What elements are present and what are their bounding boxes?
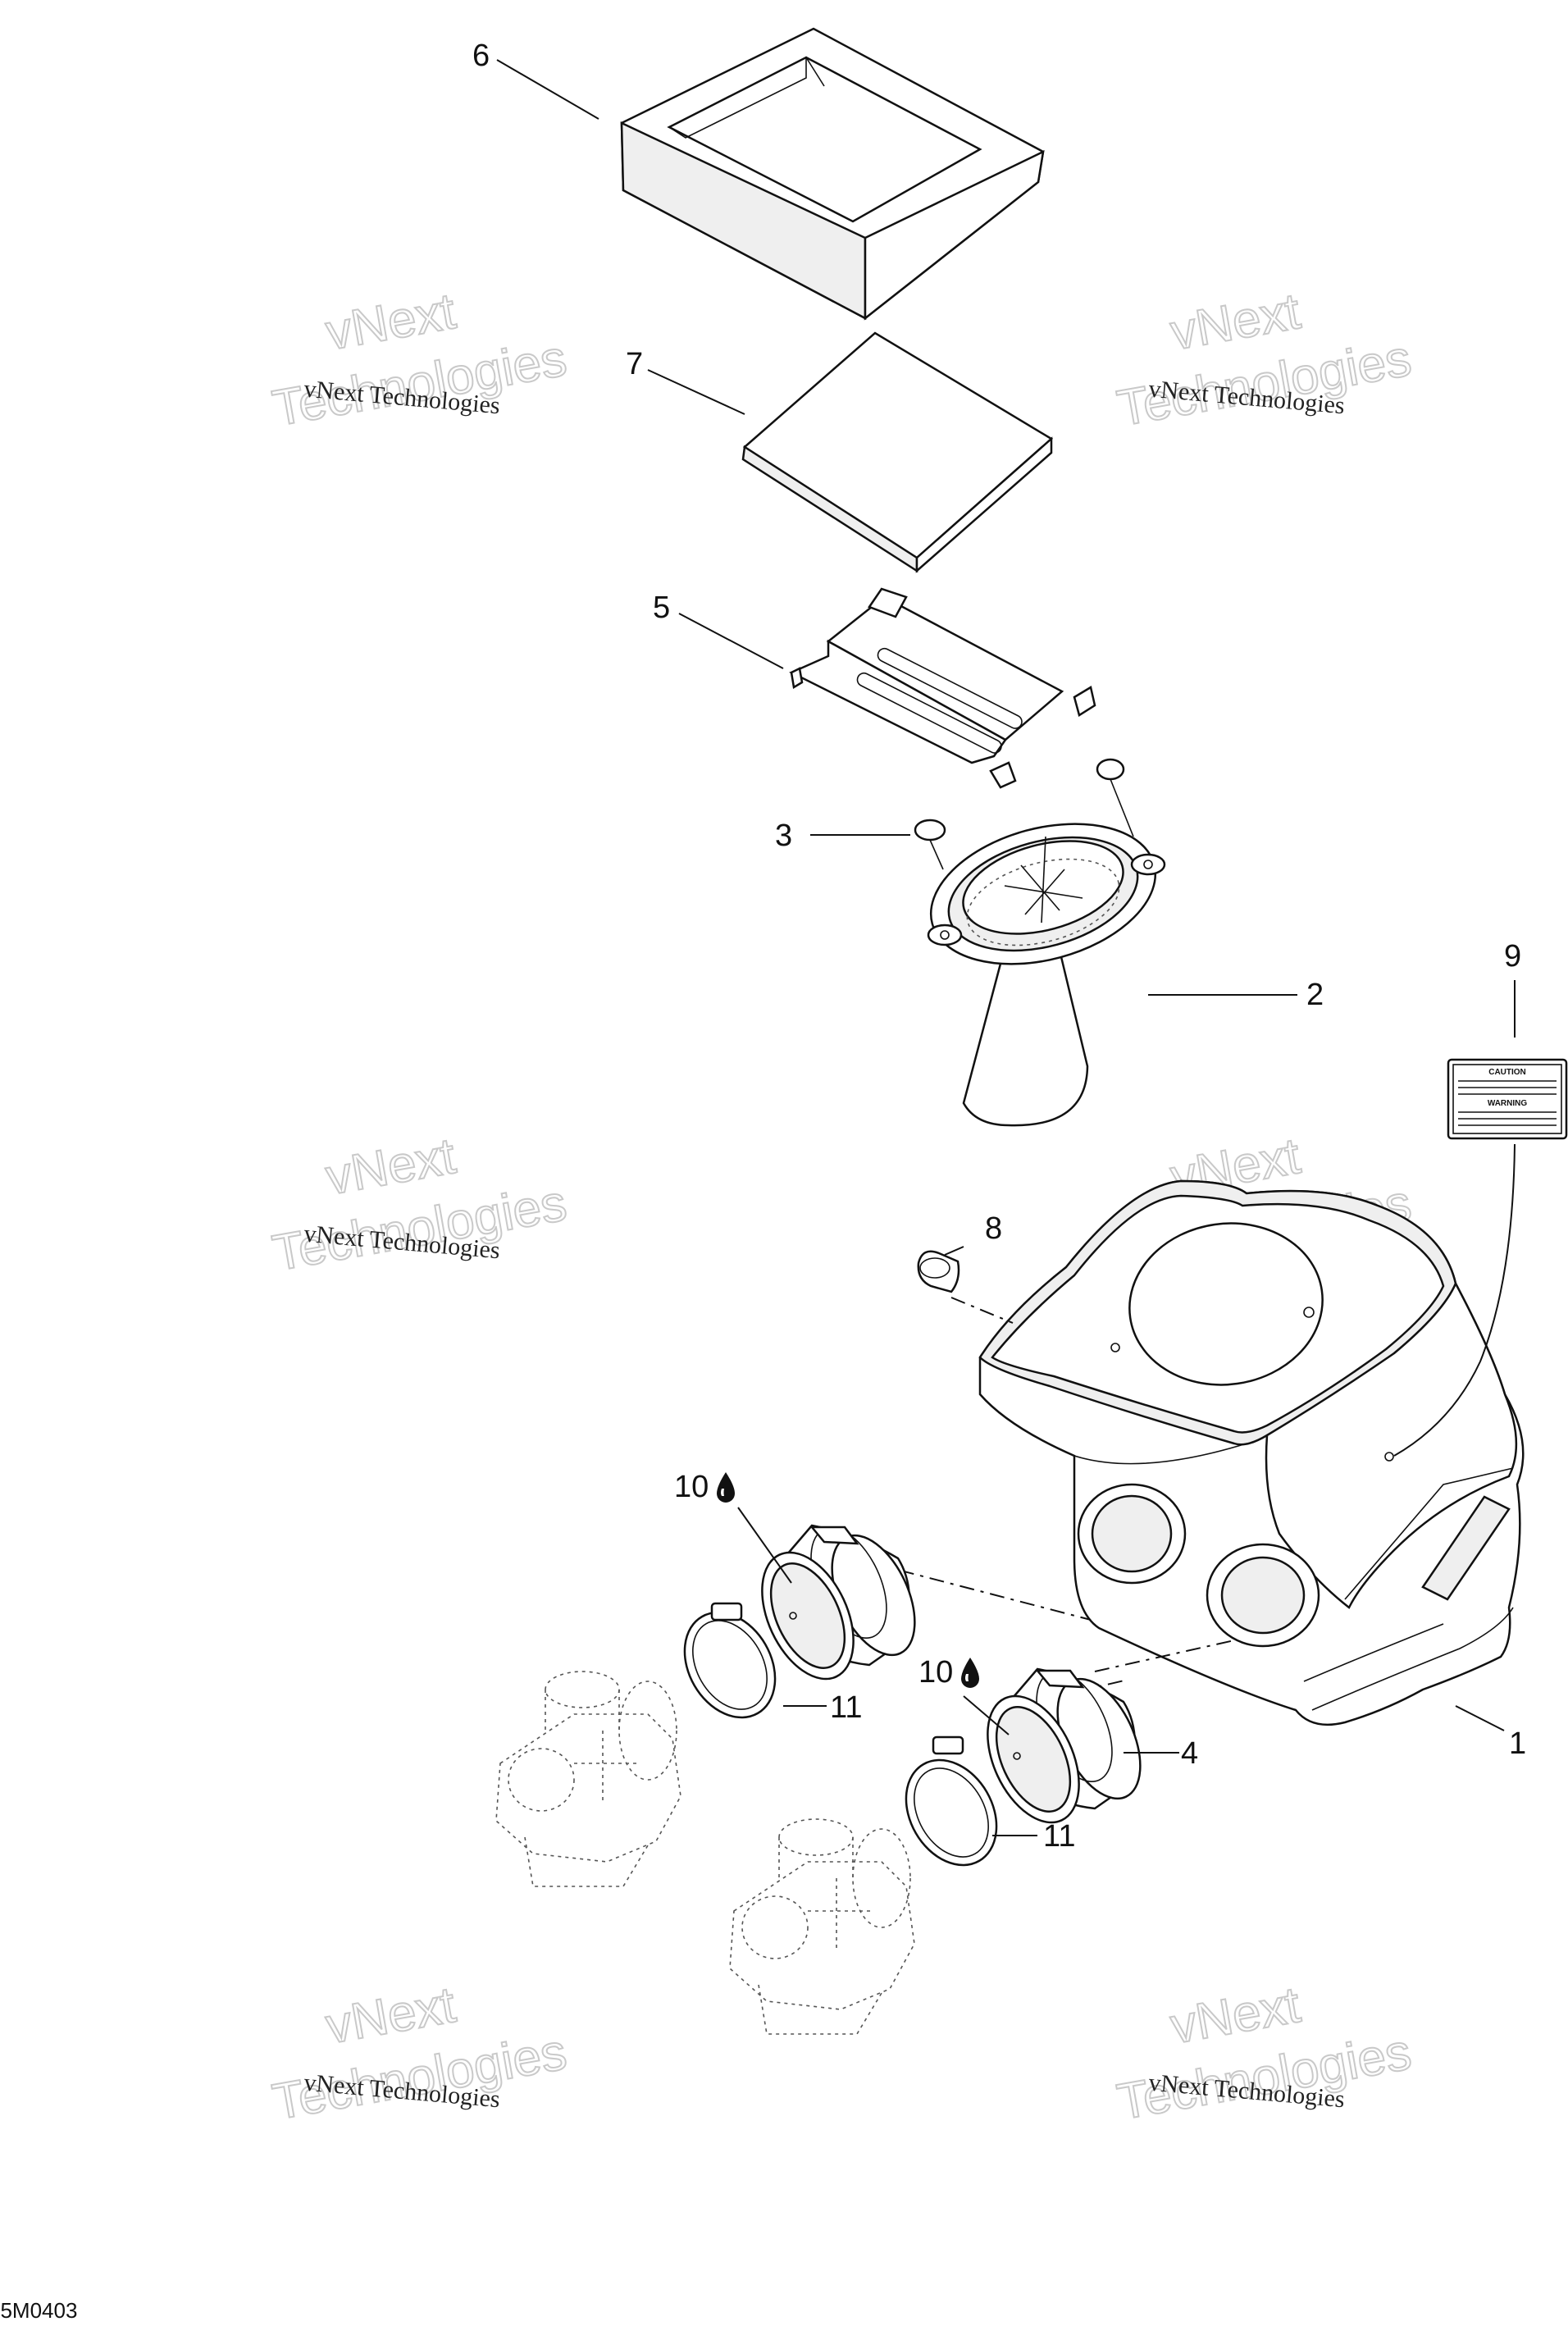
- part-11-clamp-lower: [905, 1735, 998, 1867]
- callout-10-lower-group: 10: [918, 1655, 979, 1690]
- callout-10-upper: 10: [674, 1470, 709, 1504]
- part-8-grommet: [917, 1250, 960, 1293]
- watermark-top-left: vNext Technologies vNext Technologies: [267, 282, 571, 438]
- oil-drop-icon: [717, 1472, 735, 1503]
- assembly-line-adaptor-upper: [868, 1562, 1092, 1621]
- leader-lines: [496, 59, 1516, 1836]
- decal-caution-heading: CAUTION: [1488, 1068, 1526, 1077]
- callout-5: 5: [653, 591, 670, 625]
- watermark-large-1: vNext: [321, 1128, 459, 1206]
- callout-9: 9: [1504, 939, 1521, 974]
- callout-7: 7: [626, 347, 643, 381]
- watermark-bottom-right: vNext Technologies vNext Technologies: [1112, 1976, 1415, 2132]
- watermark-large-1: vNext: [321, 1977, 459, 2055]
- callout-2: 2: [1306, 978, 1324, 1012]
- callout-11-lower: 11: [1043, 1819, 1075, 1854]
- callout-10-upper-group: 10: [674, 1470, 735, 1504]
- callout-4: 4: [1181, 1736, 1198, 1771]
- decal-warning-heading: WARNING: [1488, 1099, 1528, 1108]
- assembly-line-grommet: [950, 1297, 1014, 1324]
- part-11-clamp-upper: [683, 1602, 777, 1719]
- callout-10-lower: 10: [918, 1655, 953, 1690]
- part-10-adaptor-lower: [987, 1667, 1142, 1824]
- oil-drop-icon: [961, 1658, 979, 1688]
- part-6-foam-frame: [620, 27, 1045, 321]
- part-3-screws: [914, 758, 1134, 870]
- drawing-reference-code: 35M0403: [0, 2298, 77, 2323]
- part-1-airbox: [978, 1179, 1525, 1726]
- part-9-decal: CAUTION WARNING: [1447, 1058, 1568, 1140]
- watermark-large-1: vNext: [1166, 1977, 1304, 2055]
- part-10-adaptor-upper: [761, 1524, 916, 1681]
- callout-8: 8: [985, 1211, 1002, 1246]
- callout-11-upper: 11: [830, 1690, 862, 1725]
- part-2-intake-funnel: [927, 823, 1166, 1127]
- watermark-large-1: vNext: [1166, 283, 1304, 361]
- watermark-bottom-left: vNext Technologies vNext Technologies: [267, 1976, 571, 2132]
- callout-1: 1: [1509, 1726, 1526, 1761]
- assembly-line-adaptor-lower-2: [1016, 1679, 1128, 1707]
- callout-3: 3: [775, 819, 792, 853]
- callout-6: 6: [472, 39, 490, 73]
- assembly-line-adaptor-lower: [1094, 1640, 1235, 1672]
- watermark-top-right: vNext Technologies vNext Technologies: [1112, 282, 1415, 438]
- carburetor-lower: [729, 1818, 915, 2035]
- watermark-large-1: vNext: [321, 283, 459, 361]
- watermark-mid-left: vNext Technologies vNext Technologies: [267, 1127, 571, 1283]
- part-5-screen-plate: [789, 587, 1096, 789]
- carburetor-upper: [495, 1671, 681, 1887]
- part-7-filter-pad: [741, 331, 1054, 573]
